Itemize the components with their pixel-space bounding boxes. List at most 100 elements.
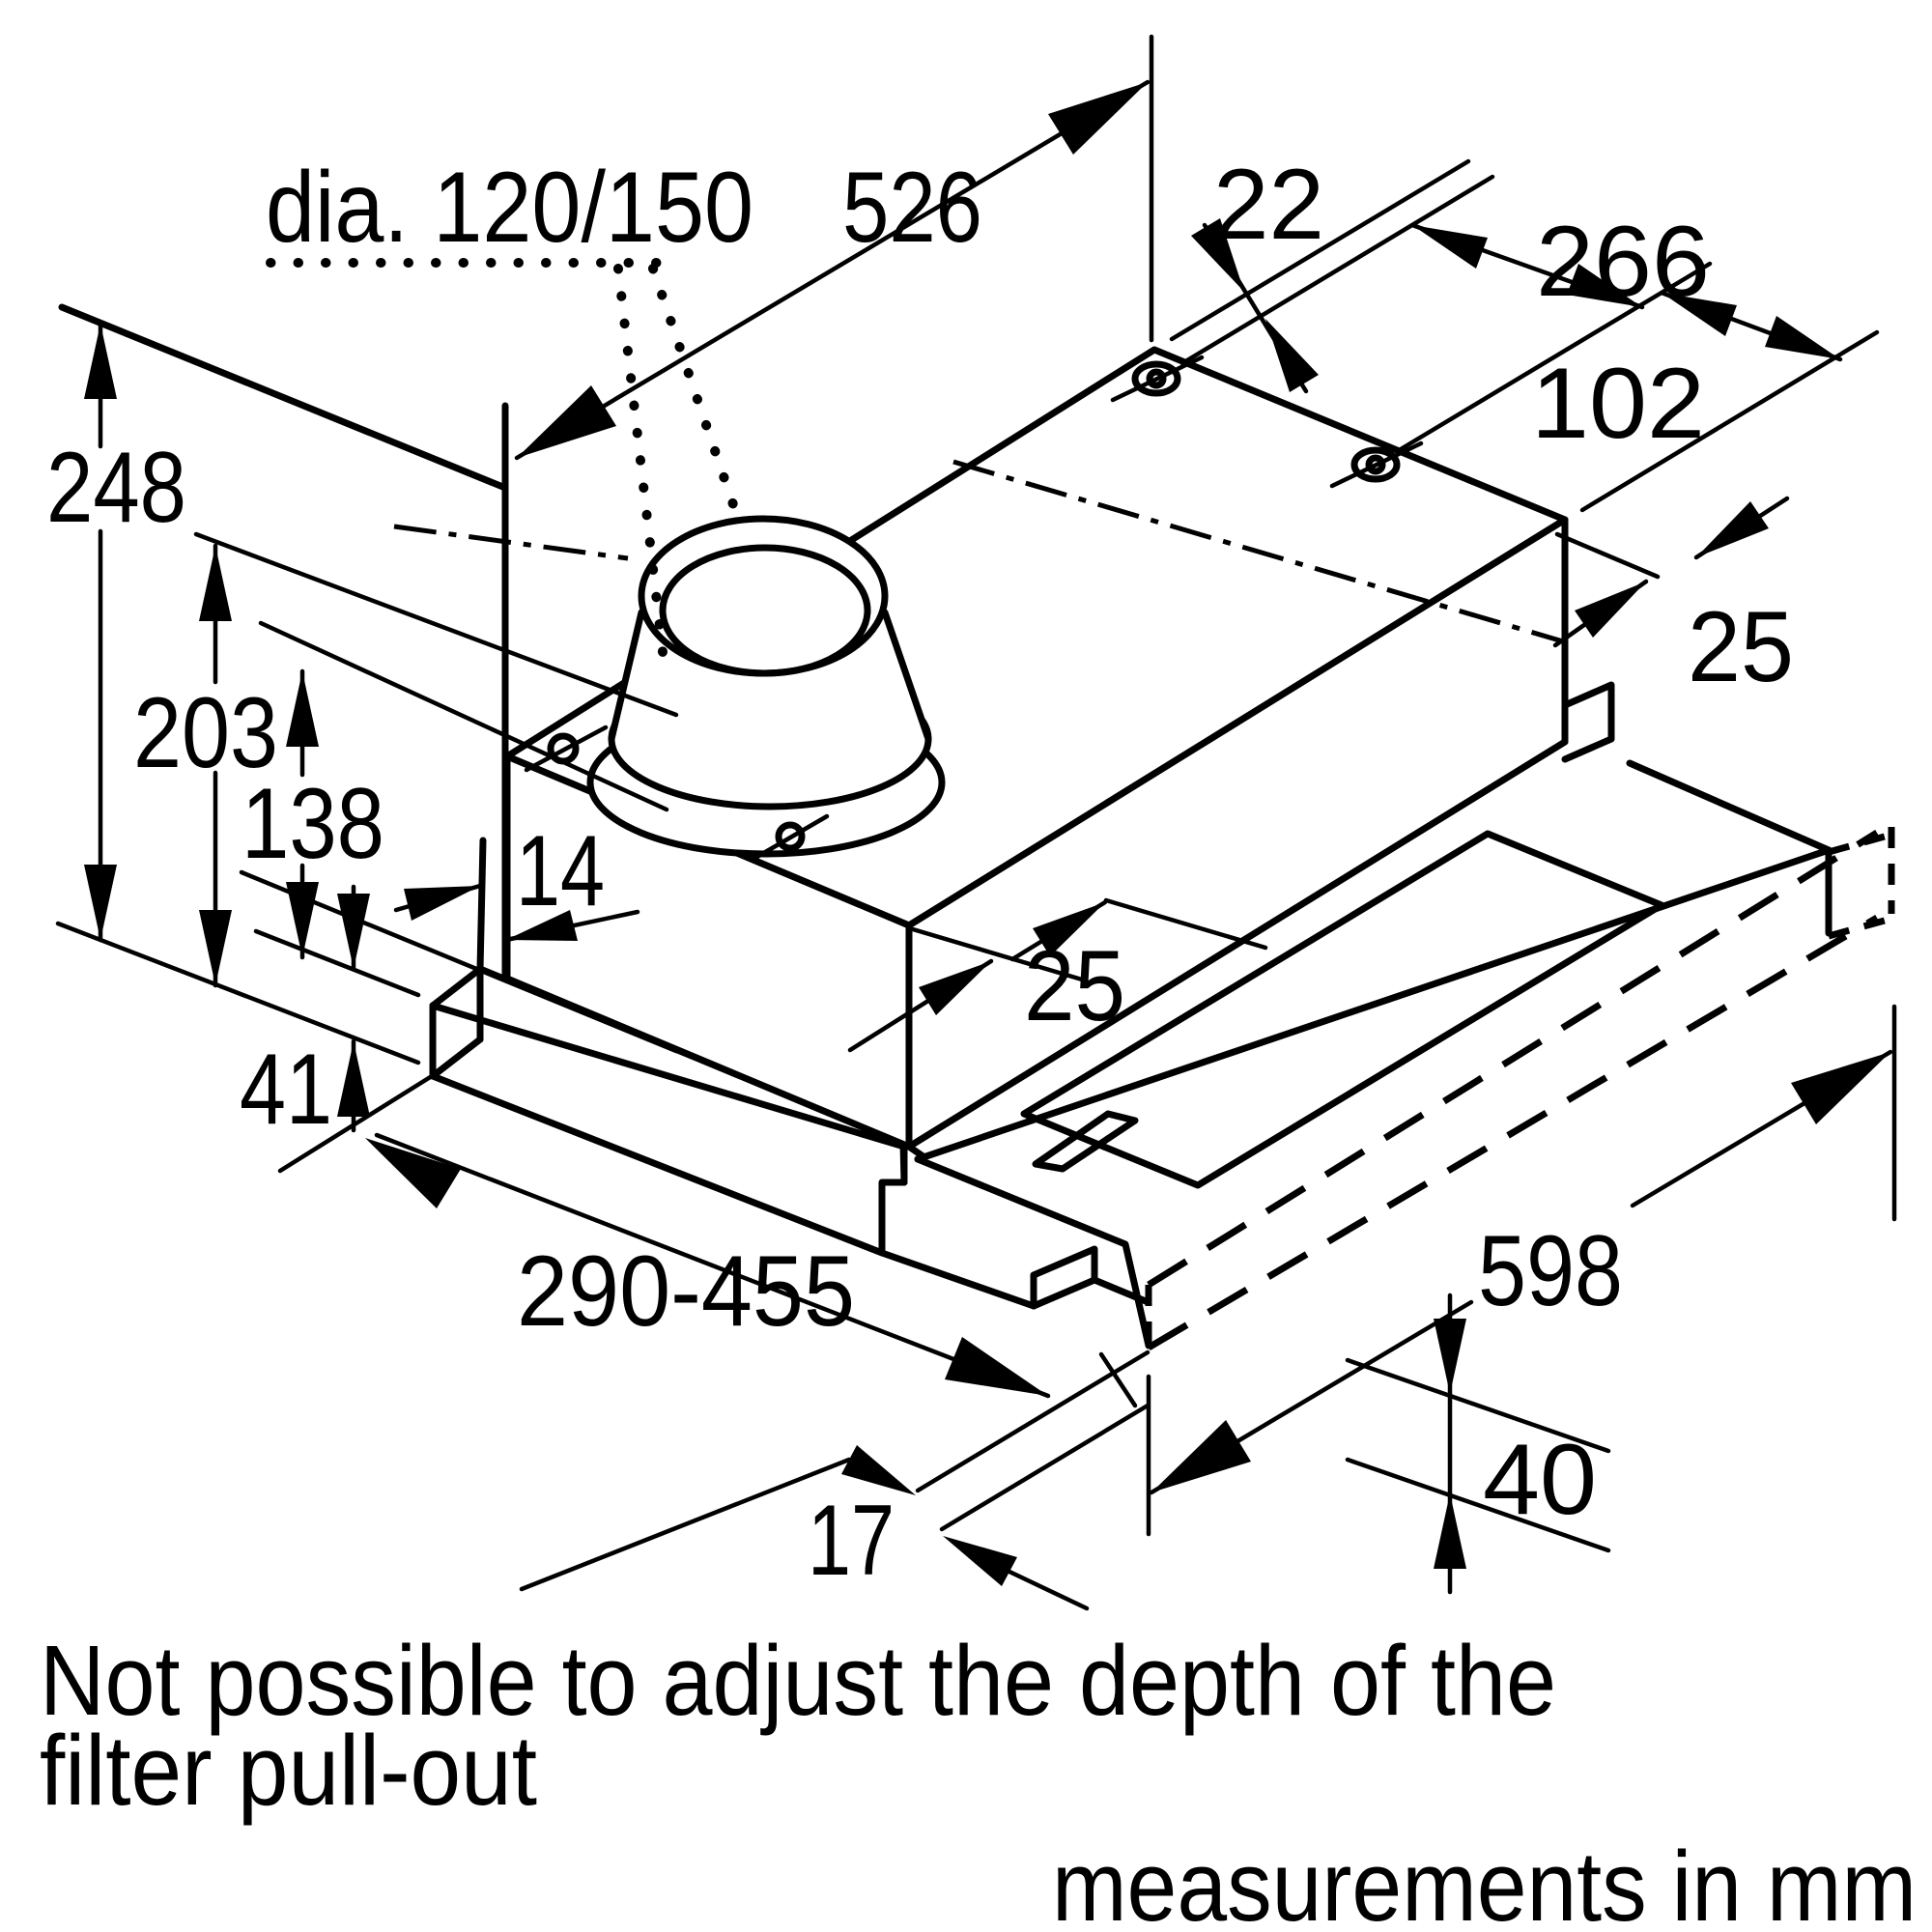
centerline-left xyxy=(393,524,629,561)
ext-line xyxy=(1098,1351,1138,1408)
arrowhead xyxy=(1265,319,1319,392)
ext-line xyxy=(1579,329,1880,513)
underside-edge-2 xyxy=(1091,1276,1150,1305)
dim-fascia-height: 41 xyxy=(55,884,421,1146)
ext-line xyxy=(1179,174,1495,366)
arrowhead xyxy=(841,1445,916,1495)
duct-adapter xyxy=(524,515,946,861)
dim-label-203: 203 xyxy=(133,677,278,789)
dim-screw-spacing: 266 xyxy=(1398,206,1713,452)
drawer-hidden-cap-top xyxy=(1828,831,1892,856)
arrowhead xyxy=(1191,218,1244,292)
mounting-screw-2-center xyxy=(1365,454,1386,475)
mounting-screw-2-tick xyxy=(1329,440,1424,489)
dim-drawer-front-height: 40 xyxy=(1345,1293,1611,1595)
dim-label-41: 41 xyxy=(240,1034,332,1146)
ext-line xyxy=(277,1073,435,1174)
arrowhead xyxy=(365,1138,461,1208)
flange-screw-left-tick xyxy=(524,724,609,773)
mounting-screw-1 xyxy=(1131,360,1181,397)
mounting-screw-1-center xyxy=(1146,368,1167,389)
ref-line xyxy=(1345,1457,1611,1553)
dim-panel-thickness: 17 xyxy=(519,1350,1151,1611)
ref-line xyxy=(939,1403,1151,1532)
arrowhead xyxy=(943,1536,1017,1586)
dim-label-22: 22 xyxy=(1213,149,1324,261)
dim-label-14: 14 xyxy=(516,815,605,927)
centerlines xyxy=(393,459,1564,644)
mounting-screw-2 xyxy=(1350,446,1401,483)
fascia-bar xyxy=(429,965,1150,1310)
dim-back-offset: 22 xyxy=(1169,149,1495,394)
arrowhead xyxy=(919,961,991,1015)
arrowhead xyxy=(1434,1493,1466,1569)
dim-label-17: 17 xyxy=(808,1485,895,1597)
ext-line xyxy=(1169,158,1471,342)
centerline-right xyxy=(952,459,1564,644)
dim-label-duct-diameter: dia. 120/150 xyxy=(266,152,753,264)
flange-screw-front xyxy=(775,821,806,852)
arrowhead xyxy=(506,910,578,941)
dim-label-40: 40 xyxy=(1483,1424,1597,1536)
arrowhead xyxy=(337,894,370,969)
mounting-screw-1-tick xyxy=(1110,355,1205,403)
dim-width: 598 xyxy=(1146,1004,1897,1537)
dim-screw-to-edge: 102 xyxy=(1531,290,1880,513)
arrowhead xyxy=(1412,225,1488,269)
dim-total-depth: 526 xyxy=(514,34,1154,461)
body-corner-notch xyxy=(1561,681,1615,763)
dim-edge-offset-right: 25 xyxy=(1552,496,1794,703)
drawer-hidden-cap-bottom xyxy=(1828,915,1892,940)
dim-line xyxy=(374,1132,1051,1399)
arrowhead xyxy=(517,385,616,458)
mounting-screws xyxy=(1110,355,1424,489)
fascia-left-bottom-edge xyxy=(429,1036,484,1080)
handle-recess xyxy=(1032,1110,1139,1173)
arrowhead xyxy=(1662,293,1737,336)
arrowhead xyxy=(404,886,480,921)
ref-line xyxy=(915,1350,1151,1493)
drawer-left-end-edge xyxy=(914,1155,1152,1350)
dim-pullout-depth: 290-455 xyxy=(277,1073,1138,1408)
arrowhead xyxy=(1048,82,1148,155)
note-line-1: Not possible to adjust the depth of the xyxy=(40,1625,1556,1736)
dim-wall-gap: 14 xyxy=(393,815,640,943)
arrowhead xyxy=(199,546,232,621)
body-front-face xyxy=(905,516,1569,1151)
dim-line xyxy=(514,79,1151,461)
arrowhead xyxy=(1434,1319,1466,1394)
wall-top-edge xyxy=(58,303,509,492)
dim-label-598: 598 xyxy=(1478,1215,1623,1327)
dim-label-290-455: 290-455 xyxy=(517,1236,855,1348)
units-note: measurements in mm xyxy=(1052,1831,1917,1932)
dim-height-total: 248 xyxy=(46,321,186,943)
grease-filter-frame xyxy=(1020,830,1665,1189)
dim-label-526: 526 xyxy=(842,152,982,264)
ref-line xyxy=(1103,897,1268,951)
arrowhead xyxy=(1151,1420,1251,1492)
dim-label-25-right: 25 xyxy=(1688,591,1794,703)
arrowhead xyxy=(84,865,117,940)
dim-front-overhang: 25 xyxy=(847,897,1268,1053)
notes: Not possible to adjust the depth of the … xyxy=(40,1625,1917,1932)
ref-line xyxy=(253,928,421,998)
drawer-right-end-edge xyxy=(1626,759,1833,854)
dim-label-25-middle: 25 xyxy=(1024,930,1125,1042)
dim-label-138: 138 xyxy=(242,768,384,880)
arrowhead xyxy=(286,671,319,747)
ref-line xyxy=(258,620,669,812)
duct-outlet-inner-rim xyxy=(659,544,871,677)
arrowhead xyxy=(945,1337,1048,1396)
dim-label-102: 102 xyxy=(1531,348,1705,460)
dim-height-with-collar: 203 xyxy=(133,531,679,988)
filter-drawer xyxy=(905,759,1895,1351)
drawer-hidden-edge-upper xyxy=(1147,830,1879,1288)
cone-side-left xyxy=(608,609,645,743)
dim-body-height: 138 xyxy=(239,620,679,1054)
flange-screw-front-tick xyxy=(753,813,830,861)
slide-rail-step xyxy=(1030,1245,1098,1310)
arrowhead xyxy=(286,882,319,957)
arrowhead xyxy=(1033,902,1105,956)
